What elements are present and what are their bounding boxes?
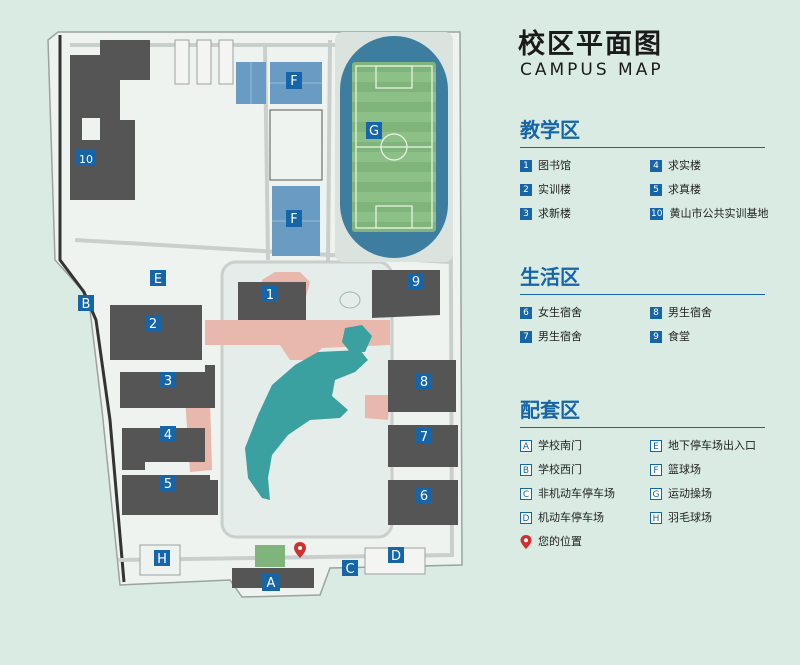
label-D[interactable]: D	[388, 547, 404, 564]
building-5	[122, 475, 218, 515]
svg-text:H: H	[157, 552, 167, 567]
svg-text:2: 2	[149, 317, 157, 332]
section-divider	[520, 294, 765, 295]
label-b2[interactable]: 2	[145, 315, 161, 332]
lake	[245, 350, 368, 500]
section-title: 教学区	[520, 118, 580, 142]
svg-text:F: F	[290, 212, 297, 227]
svg-text:C: C	[345, 562, 354, 577]
label-H[interactable]: H	[154, 550, 170, 567]
legend-item-your-location[interactable]: 您的位置	[520, 534, 582, 550]
svg-text:B: B	[82, 297, 91, 312]
building-4	[122, 428, 205, 470]
svg-text:D: D	[391, 549, 401, 564]
label-b5[interactable]: 5	[160, 475, 176, 492]
svg-text:7: 7	[420, 430, 428, 445]
label-b6[interactable]: 6	[416, 487, 432, 504]
svg-text:F: F	[290, 74, 297, 89]
label-b9[interactable]: 9	[408, 273, 424, 290]
label-b1[interactable]: 1	[262, 286, 278, 303]
map-title-en: CAMPUS MAP	[520, 60, 664, 80]
svg-text:6: 6	[420, 489, 428, 504]
label-A[interactable]: A	[262, 574, 280, 591]
tennis-area	[269, 109, 323, 181]
building-10-courtyard	[82, 118, 100, 140]
section-divider	[520, 147, 765, 148]
section-title: 配套区	[520, 398, 580, 422]
label-b7[interactable]: 7	[416, 428, 432, 445]
label-C[interactable]: C	[342, 560, 358, 577]
label-E[interactable]: E	[150, 270, 166, 287]
svg-text:10: 10	[79, 153, 93, 166]
lake-north	[342, 325, 372, 352]
pin-dot	[298, 546, 302, 550]
section-divider	[520, 427, 765, 428]
label-b3[interactable]: 3	[160, 372, 176, 389]
svg-text:8: 8	[420, 375, 428, 390]
field-markings	[355, 65, 433, 229]
svg-text:E: E	[154, 272, 162, 287]
svg-text:5: 5	[164, 477, 172, 492]
field-stripes	[352, 72, 436, 222]
section-title: 生活区	[520, 265, 580, 289]
label-B[interactable]: B	[78, 295, 94, 312]
building-9	[372, 270, 440, 318]
svg-text:3: 3	[164, 374, 172, 389]
svg-text:A: A	[267, 576, 276, 591]
location-pin-icon	[520, 535, 532, 549]
pink-plaza	[205, 320, 390, 360]
svg-text:G: G	[369, 124, 379, 139]
svg-text:4: 4	[164, 428, 172, 443]
svg-text:1: 1	[266, 288, 274, 303]
small-buildings-north	[174, 39, 234, 85]
svg-text:9: 9	[412, 275, 420, 290]
label-F2[interactable]: F	[286, 210, 302, 227]
building-2	[110, 305, 202, 360]
label-b4[interactable]: 4	[160, 426, 176, 443]
gate-A-plaza	[255, 545, 285, 567]
label-G[interactable]: G	[366, 122, 382, 139]
label-F1[interactable]: F	[286, 72, 302, 89]
label-b8[interactable]: 8	[416, 373, 432, 390]
map-title: 校区平面图	[518, 29, 663, 60]
label-b10[interactable]: 10	[76, 150, 96, 166]
lake-islet	[339, 291, 361, 309]
